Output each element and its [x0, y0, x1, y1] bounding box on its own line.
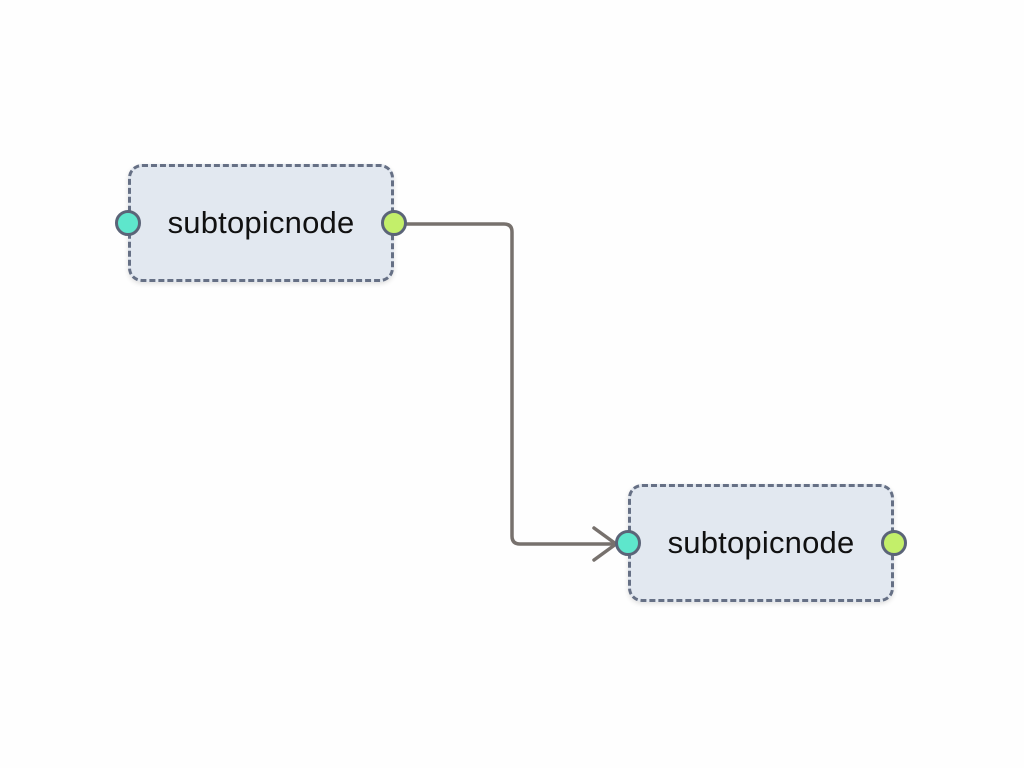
subtopic-node[interactable]: subtopicnode: [615, 484, 907, 602]
input-port[interactable]: [615, 530, 641, 556]
node-label: subtopicnode: [167, 205, 355, 240]
edge-connector[interactable]: [404, 222, 618, 546]
input-port[interactable]: [115, 210, 141, 236]
output-port[interactable]: [381, 210, 407, 236]
node-label: subtopicnode: [667, 525, 855, 560]
subtopic-node[interactable]: subtopicnode: [115, 164, 407, 282]
output-port[interactable]: [881, 530, 907, 556]
